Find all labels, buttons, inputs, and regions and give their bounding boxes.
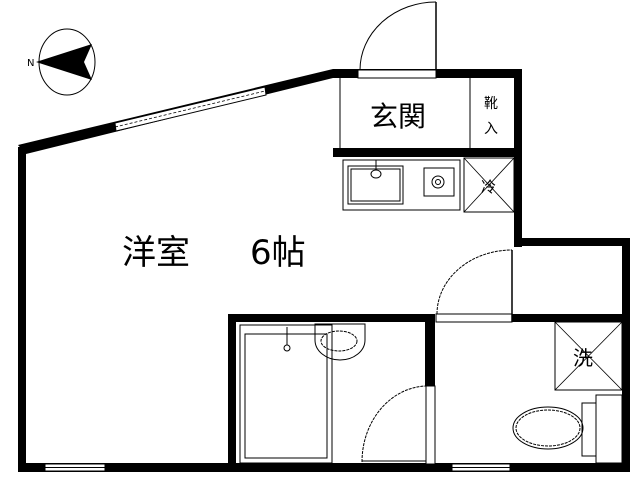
fridge-label: 冷 [481,178,496,196]
window-diagonal [114,86,267,132]
laundry-label: 洗 [573,346,593,370]
door-bathroom [361,385,436,465]
western-room-size: 6帖 [250,233,306,273]
entrance-label: 玄関 [370,100,426,133]
north-compass-icon: N [27,28,96,96]
walls [18,69,630,472]
fridge-space: 冷 [463,157,515,213]
door-washroom [435,249,513,323]
kitchen-counter [342,159,461,211]
entrance-door [357,1,437,79]
window-bottom-right [451,463,511,472]
toilet [512,394,623,464]
shoe-storage-label-1: 靴 [484,96,498,112]
entrance-area: 玄関 靴 入 [339,78,498,148]
bathroom-sink [314,323,366,361]
window-bottom-left [44,463,106,472]
compass-letter: N [27,58,34,69]
bathtub [239,324,333,464]
shoe-storage-label-2: 入 [484,121,498,137]
western-room-label: 洋室 [122,233,190,273]
laundry-space: 洗 [554,321,623,391]
